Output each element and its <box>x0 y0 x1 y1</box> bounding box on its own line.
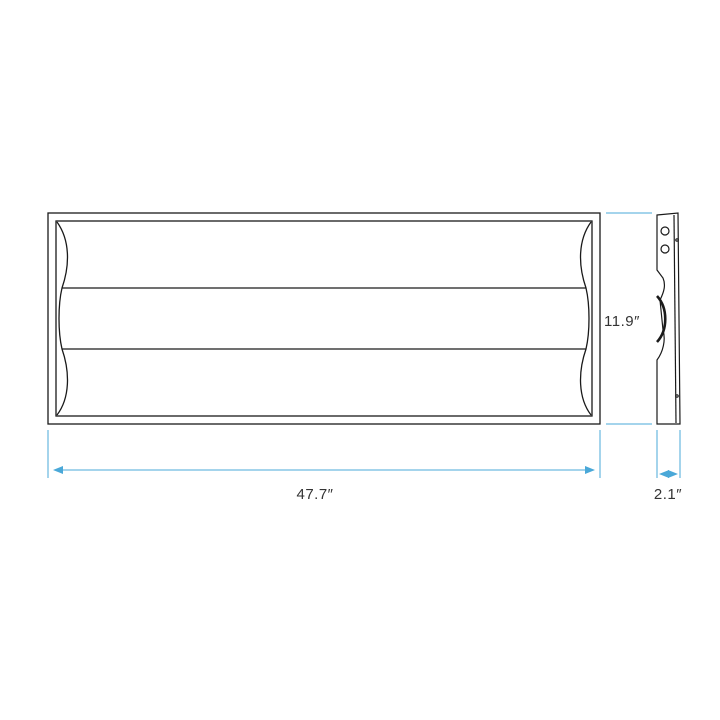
side-profile-outline <box>656 212 681 425</box>
depth-dimension-label: 2.1″ <box>653 486 683 503</box>
outer-frame <box>47 212 601 425</box>
junction-knockout-top <box>660 226 670 236</box>
side-view <box>655 212 681 425</box>
left-reflector-curve <box>56 221 69 416</box>
inner-frame <box>55 220 593 417</box>
mount-dot-top <box>675 238 679 242</box>
junction-knockout-bottom <box>660 244 670 254</box>
side-reflector-arc <box>655 295 667 343</box>
front-view <box>47 212 601 425</box>
height-dimension-label: 11.9″ <box>604 313 640 330</box>
side-profile-inner-edge <box>673 214 677 424</box>
dimension-lines <box>47 212 681 478</box>
right-reflector-curve <box>579 221 592 416</box>
width-dimension-label: 47.7″ <box>296 486 334 503</box>
mount-dot-bottom <box>675 394 679 398</box>
